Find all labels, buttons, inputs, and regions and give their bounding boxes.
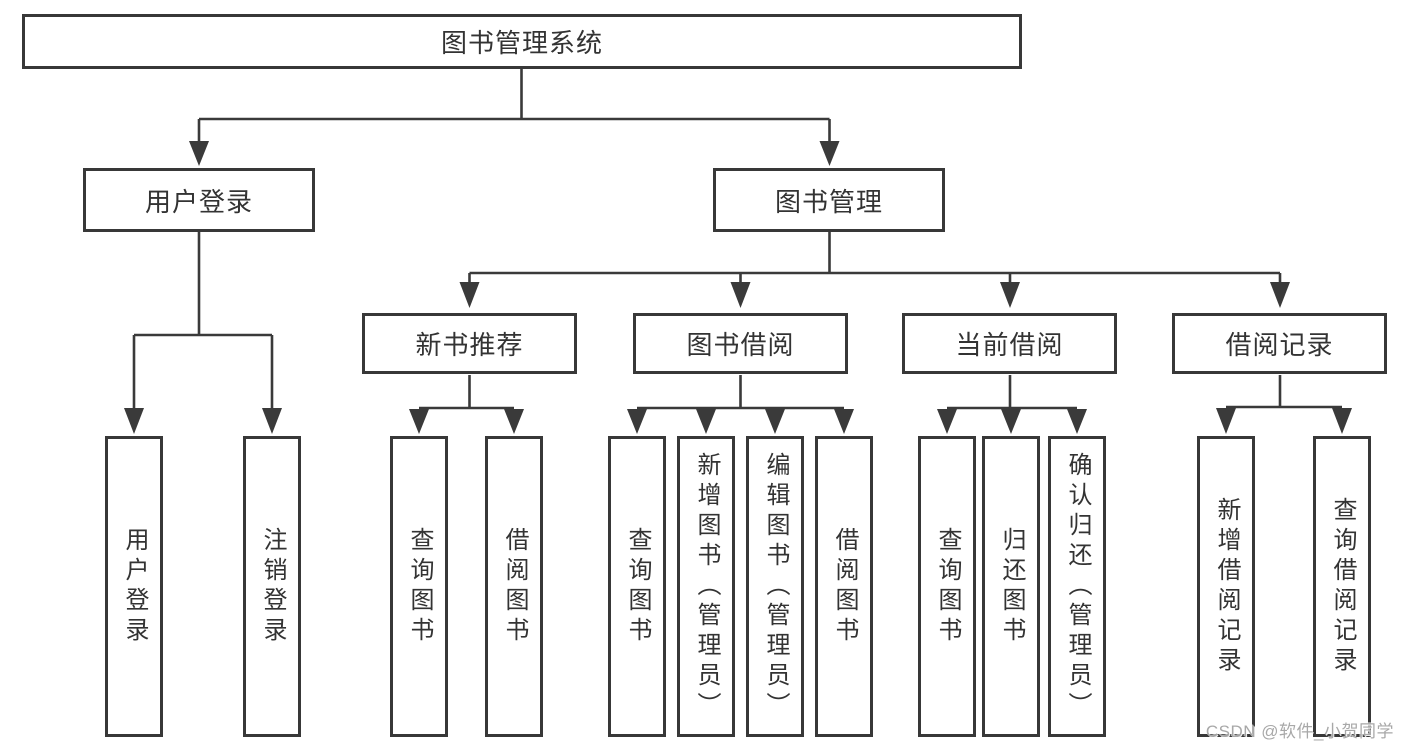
watermark: CSDN @软件_小贺同学 — [1205, 722, 1394, 741]
leaf-borrowing-borrow-book: 借阅图书 — [815, 436, 873, 737]
leaf-logout: 注销登录 — [243, 436, 301, 737]
node-borrowing-records: 借阅记录 — [1172, 313, 1387, 374]
leaf-current-confirm-return-admin: 确认归还（管理员） — [1048, 436, 1106, 737]
leaf-current-query-book: 查询图书 — [918, 436, 976, 737]
leaf-records-add-record: 新增借阅记录 — [1197, 436, 1255, 737]
node-user-login: 用户登录 — [83, 168, 315, 232]
connector-recommend-to-leaves — [419, 375, 514, 410]
node-book-management: 图书管理 — [713, 168, 945, 232]
connector-book-mgmt-to-level2 — [468, 232, 1282, 284]
leaf-current-return-book: 归还图书 — [982, 436, 1040, 737]
connector-root-to-level1 — [197, 69, 831, 142]
connector-current-to-leaves — [947, 375, 1077, 410]
leaf-borrowing-query-book: 查询图书 — [608, 436, 666, 737]
connector-user-login-to-leaves — [132, 232, 274, 409]
leaf-user-login: 用户登录 — [105, 436, 163, 737]
connector-borrowing-to-leaves — [637, 375, 844, 410]
leaf-recommend-query-book: 查询图书 — [390, 436, 448, 737]
node-root: 图书管理系统 — [22, 14, 1022, 69]
node-new-book-recommendation: 新书推荐 — [362, 313, 577, 374]
connector-records-to-leaves — [1226, 375, 1342, 409]
leaf-records-query-record: 查询借阅记录 — [1313, 436, 1371, 737]
leaf-borrowing-add-book-admin: 新增图书（管理员） — [677, 436, 735, 737]
node-book-borrowing: 图书借阅 — [633, 313, 848, 374]
leaf-recommend-borrow-book: 借阅图书 — [485, 436, 543, 737]
node-current-borrowing: 当前借阅 — [902, 313, 1117, 374]
leaf-borrowing-edit-book-admin: 编辑图书（管理员） — [746, 436, 804, 737]
